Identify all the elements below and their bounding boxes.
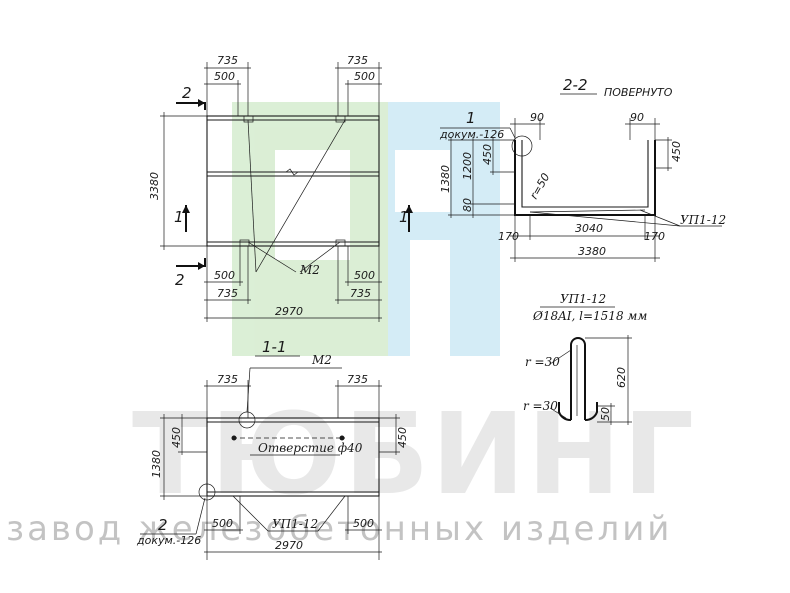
plan-section-1-left: 1 [174,208,184,226]
section22-dim-90-right: 90 [630,111,644,124]
plan-section-2-bottom: 2 [175,271,185,289]
section22-radius: r=50 [527,171,552,202]
section22-callout-num: 1 [466,109,476,127]
section11-mark-m2: M2 [311,353,332,367]
section22-dim-1380: 1380 [439,165,452,193]
plan-dim-top-735-right: 735 [347,54,368,67]
section22-dim-3040: 3040 [575,222,603,235]
section11-dim-735-left: 735 [217,373,238,386]
watermark-subtitle: завод железобетонных изделий [6,509,672,549]
plan-dim-bottom-500-right: 500 [354,269,375,282]
watermark-brand: ТЮБИНГ [132,390,696,520]
section11-dim-500-left: 500 [212,517,233,530]
detail-up1-12: УП1-12 Ø18AI, l=1518 мм r =30 r =30 620 … [523,292,647,425]
section11-dim-735-right: 735 [347,373,368,386]
section22-dim-450-right: 450 [670,141,683,162]
plan-section-1-right: 1 [399,208,409,226]
detail-radius-2: r =30 [523,399,558,413]
section22-dim-170-right: 170 [644,230,665,243]
section11-part: УП1-12 [272,517,318,531]
section22-subtitle: ПОВЕРНУТО [604,86,673,99]
plan-dim-bottom-500-left: 500 [214,269,235,282]
section-2-2: 2-2 ПОВЕРНУТО 1 докум.-126 90 90 1380 12… [439,76,726,262]
section11-callout-num: 2 [158,516,168,534]
section-1-1: 1-1 M2 735 735 1380 450 450 Отверстие ф4… [136,338,409,560]
plan-dim-bottom-735-right: 735 [350,287,371,300]
section11-dim-500-right: 500 [353,517,374,530]
section11-dim-450-right: 450 [396,427,409,448]
detail-dim-50: 50 [599,407,612,421]
section11-dim-450-left: 450 [170,427,183,448]
plan-dim-width-2970: 2970 [275,305,303,318]
section22-dim-90-left: 90 [530,111,544,124]
section11-hole-label: Отверстие ф40 [258,441,363,455]
plan-dim-top-500-left: 500 [214,70,235,83]
section22-part: УП1-12 [680,213,726,227]
section11-callout-doc: докум.-126 [136,534,201,547]
detail-spec: Ø18AI, l=1518 мм [532,309,647,323]
section22-dim-1200: 1200 [461,152,474,180]
section22-dim-80: 80 [461,198,474,212]
section22-dim-3380: 3380 [578,245,606,258]
detail-dim-620: 620 [615,367,628,388]
section11-dim-2970: 2970 [275,539,303,552]
section11-dim-1380: 1380 [150,450,163,478]
plan-dim-bottom-735-left: 735 [217,287,238,300]
section22-dim-170-left: 170 [498,230,519,243]
watermark-logo [232,102,500,356]
section22-callout-doc: докум.-126 [439,128,504,141]
plan-dim-top-500-right: 500 [354,70,375,83]
plan-dim-top-735-left: 735 [217,54,238,67]
detail-title: УП1-12 [560,292,606,306]
section22-dim-450-left: 450 [481,144,494,165]
plan-dim-height-3380: 3380 [148,172,161,200]
plan-view: 735 500 735 500 500 735 500 735 2970 338… [148,54,413,322]
plan-section-2-top: 2 [182,84,192,102]
detail-radius-1: r =30 [525,355,560,369]
section22-title: 2-2 [563,76,588,94]
plan-mark-m2: M2 [299,263,320,277]
section11-title: 1-1 [262,338,287,356]
